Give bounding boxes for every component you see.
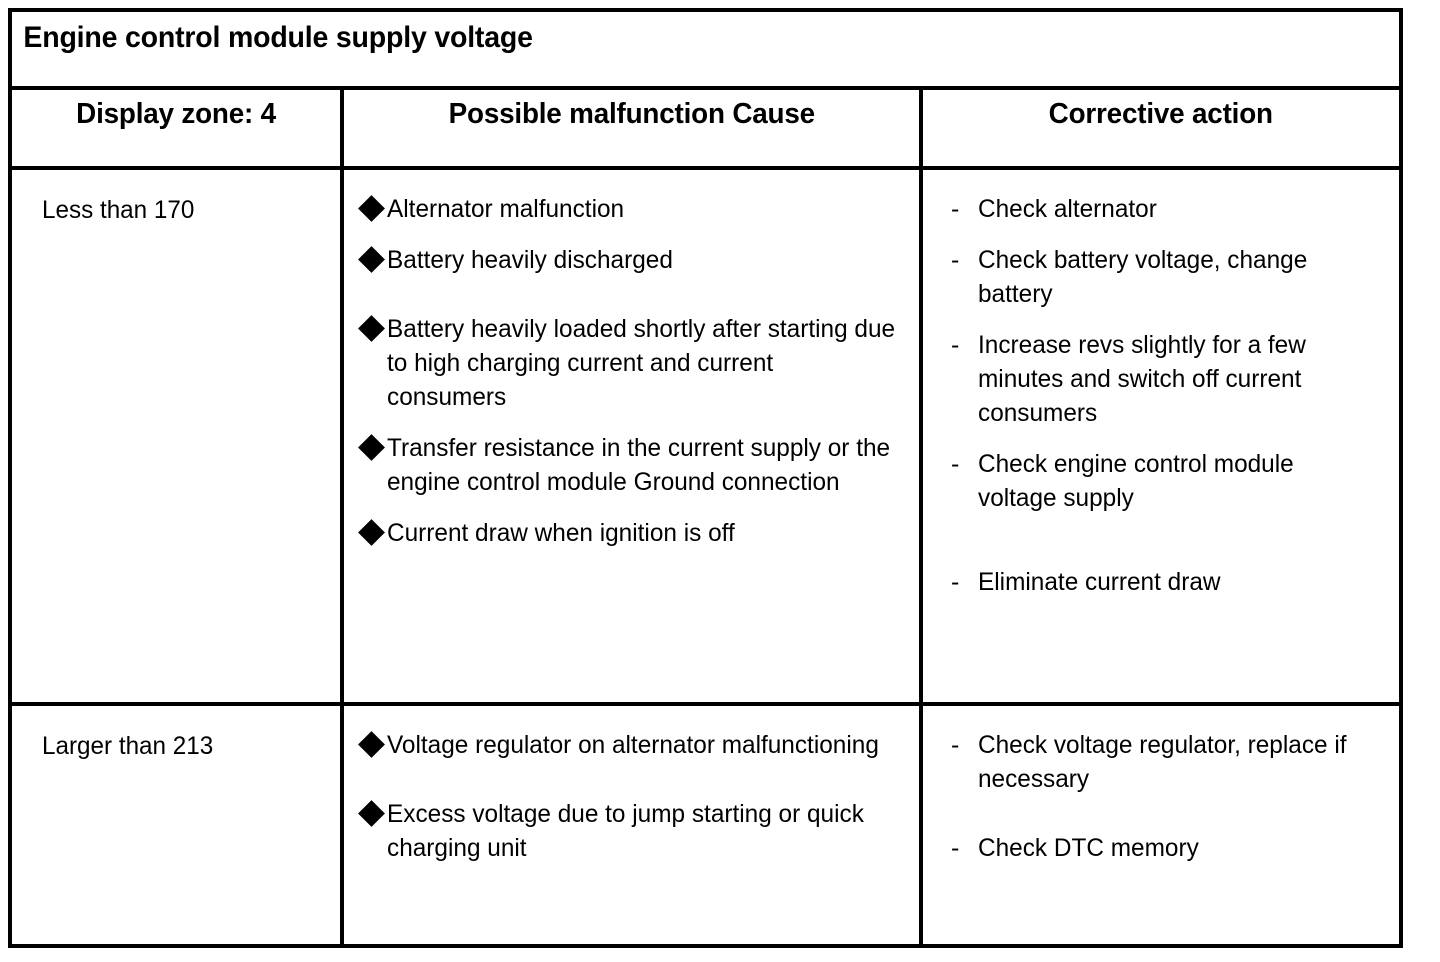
cause-text: Transfer resistance in the current suppl… [387,434,891,496]
action-text: Check battery voltage, change battery [978,246,1308,308]
table-row: Less than 170 Alternator malfunction Bat… [12,170,1399,706]
cell-display-zone: Less than 170 [12,170,344,702]
list-item: Battery heavily discharged [358,243,909,277]
cause-text: Alternator malfunction [387,195,625,223]
list-item: Transfer resistance in the current suppl… [358,431,909,499]
list-item: Excess voltage due to jump starting or q… [358,797,909,865]
cause-text: Battery heavily loaded shortly after sta… [387,315,896,411]
header-cell-possible-cause: Possible malfunction Cause [344,90,923,166]
dash-bullet-icon: - [951,246,960,274]
dash-bullet-icon: - [951,331,960,359]
list-item: - Check voltage regulator, replace if ne… [951,728,1387,796]
cell-display-zone: Larger than 213 [12,706,344,944]
page-title: Engine control module supply voltage [23,21,533,54]
list-item: - Increase revs slightly for a few minut… [951,328,1387,430]
diagnostics-table: Engine control module supply voltage Dis… [8,8,1403,948]
dash-bullet-icon: - [951,568,960,596]
cell-corrective-actions: - Check voltage regulator, replace if ne… [923,706,1399,944]
cause-text: Voltage regulator on alternator malfunct… [387,731,879,759]
table-title-row: Engine control module supply voltage [12,12,1399,90]
header-cell-display-zone: Display zone: 4 [12,90,344,166]
diamond-bullet-icon [358,195,385,222]
dash-bullet-icon: - [951,731,960,759]
list-item: Current draw when ignition is off [358,516,909,550]
diamond-bullet-icon [358,731,385,758]
cell-possible-causes: Alternator malfunction Battery heavily d… [344,170,923,702]
action-text: Check alternator [978,195,1157,223]
display-zone-value: Less than 170 [42,196,195,224]
dash-bullet-icon: - [951,834,960,862]
display-zone-value: Larger than 213 [42,732,214,760]
action-text: Check voltage regulator, replace if nece… [978,731,1347,793]
list-item: - Check alternator [951,192,1387,226]
list-item: - Eliminate current draw [951,565,1387,599]
cause-text: Excess voltage due to jump starting or q… [387,800,864,862]
list-item: Voltage regulator on alternator malfunct… [358,728,909,762]
cell-corrective-actions: - Check alternator - Check battery volta… [923,170,1399,702]
diamond-bullet-icon [358,519,385,546]
list-item: - Check engine control module voltage su… [951,447,1387,515]
action-text: Check engine control module voltage supp… [978,450,1294,512]
header-label-display-zone: Display zone: 4 [76,98,276,130]
action-text: Eliminate current draw [978,568,1221,596]
list-item: Alternator malfunction [358,192,909,226]
dash-bullet-icon: - [951,195,960,223]
diamond-bullet-icon [358,246,385,273]
cause-text: Current draw when ignition is off [387,519,735,547]
list-item: - Check DTC memory [951,831,1387,865]
table-row: Larger than 213 Voltage regulator on alt… [12,706,1399,944]
diamond-bullet-icon [358,800,385,827]
list-item: Battery heavily loaded shortly after sta… [358,312,909,414]
cause-text: Battery heavily discharged [387,246,673,274]
list-item: - Check battery voltage, change battery [951,243,1387,311]
table-header-row: Display zone: 4 Possible malfunction Cau… [12,90,1399,170]
diamond-bullet-icon [358,434,385,461]
action-text: Check DTC memory [978,834,1199,862]
dash-bullet-icon: - [951,450,960,478]
header-label-corrective-action: Corrective action [1048,98,1274,130]
header-label-possible-cause: Possible malfunction Cause [448,98,815,130]
table-body: Less than 170 Alternator malfunction Bat… [12,170,1399,944]
action-text: Increase revs slightly for a few minutes… [978,331,1306,427]
header-cell-corrective-action: Corrective action [923,90,1399,166]
diamond-bullet-icon [358,315,385,342]
cell-possible-causes: Voltage regulator on alternator malfunct… [344,706,923,944]
